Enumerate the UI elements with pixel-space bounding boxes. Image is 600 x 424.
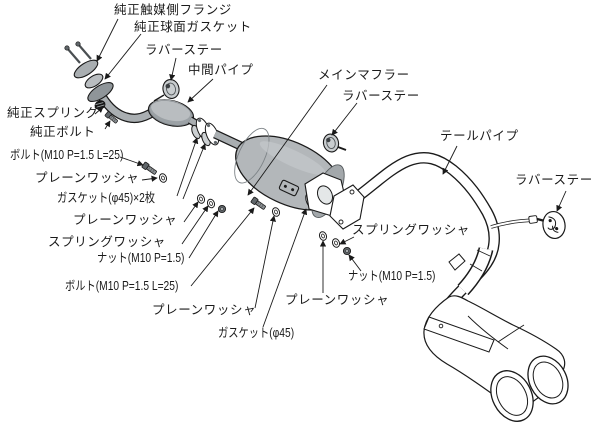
leader-rubber-stay-mid	[331, 102, 358, 136]
label-gasket-45: ガスケット(φ45)	[218, 326, 295, 340]
leader-oem-cat-flange	[96, 18, 119, 62]
tip-left	[490, 370, 534, 422]
leader-bolt-bottom	[190, 207, 255, 287]
leader-rubber-stay-rear	[556, 190, 567, 212]
spring-washer-icon	[330, 237, 342, 249]
twin-tip-finisher	[423, 295, 569, 422]
label-spring-washer-right: スプリングワッシャ	[352, 223, 470, 237]
label-oem-spherical-gasket: 純正球面ガスケット	[134, 20, 252, 34]
bolt-icon	[141, 161, 158, 177]
label-gasket-45-x2: ガスケット(φ45)×2枚	[57, 191, 156, 205]
rubber-stay-front-icon	[162, 79, 180, 99]
label-mid-pipe: 中間パイプ	[188, 63, 254, 77]
finisher-bracket	[423, 316, 495, 353]
leader-plain-washer-left1	[141, 175, 158, 182]
leader-plain-washer-bottom	[254, 215, 276, 309]
label-oem-cat-flange: 純正触媒側フランジ	[114, 3, 232, 17]
rubber-stay-mid-icon	[322, 133, 340, 153]
label-nut-right: ナット(M10 P=1.5)	[348, 269, 436, 283]
label-rubber-stay-rear: ラバーステー	[515, 173, 593, 187]
label-bolt-m10-bottom: ボルト(M10 P=1.5 L=25)	[65, 279, 179, 293]
label-rubber-stay-mid: ラバーステー	[342, 89, 420, 103]
leader-oem-spring	[94, 106, 104, 115]
oem-spherical-gasket-part	[84, 73, 104, 89]
leader-bolt-left	[119, 156, 144, 167]
tip-right	[527, 355, 569, 405]
leader-spring-washer-left	[181, 205, 209, 245]
muffler-outlet-flange	[304, 172, 365, 230]
catalyst-body	[147, 99, 195, 127]
leader-main-muffler	[247, 84, 328, 196]
label-tail-pipe: テールパイプ	[440, 129, 519, 143]
label-nut-left: ナット(M10 P=1.5)	[97, 251, 185, 265]
mid-pipe-part	[95, 90, 247, 153]
leader-gasket-x2-a	[176, 137, 199, 197]
rubber-stay-rear-icon	[542, 210, 566, 240]
leader-oem-spherical-gasket	[104, 33, 142, 80]
washer-icon	[317, 230, 329, 242]
leader-rubber-stay-front	[169, 57, 177, 81]
label-main-muffler: メインマフラー	[318, 68, 410, 82]
nut-icon	[342, 246, 352, 256]
label-spring-washer-left: スプリングワッシャ	[48, 235, 166, 249]
label-plain-washer-bottom: プレーンワッシャ	[152, 303, 257, 317]
leader-nut-left	[188, 210, 219, 259]
leader-plain-washer-left2	[183, 201, 199, 223]
muffler-bracket	[278, 179, 300, 197]
leader-spring-washer-right	[339, 236, 355, 245]
label-oem-spring: 純正スプリング	[7, 106, 99, 120]
leader-nut-right	[348, 254, 362, 272]
nut-icon	[217, 204, 227, 214]
label-rubber-stay-front: ラバーステー	[145, 43, 223, 57]
joint-flange-b	[204, 122, 220, 146]
label-oem-bolt: 純正ボルト	[30, 125, 96, 139]
slip-joint	[448, 247, 494, 296]
washer-icon	[157, 172, 169, 184]
label-plain-washer-left2: プレーンワッシャ	[73, 213, 178, 227]
leader-oem-bolt	[104, 120, 111, 130]
leader-tail-pipe	[442, 145, 458, 175]
label-plain-washer-right: プレーンワッシャ	[285, 293, 390, 307]
leader-mid-pipe	[187, 78, 214, 103]
leader-gasket-x2-b	[182, 143, 206, 200]
label-plain-washer-left1: プレーンワッシャ	[35, 171, 140, 185]
leader-gasket-45	[262, 208, 308, 328]
pipe-flange-part	[87, 81, 114, 103]
label-bolt-m10-left: ボルト(M10 P=1.5 L=25)	[10, 148, 124, 162]
tail-hanger	[490, 210, 566, 240]
leader-lines	[94, 18, 567, 328]
washer-icon	[270, 206, 282, 218]
